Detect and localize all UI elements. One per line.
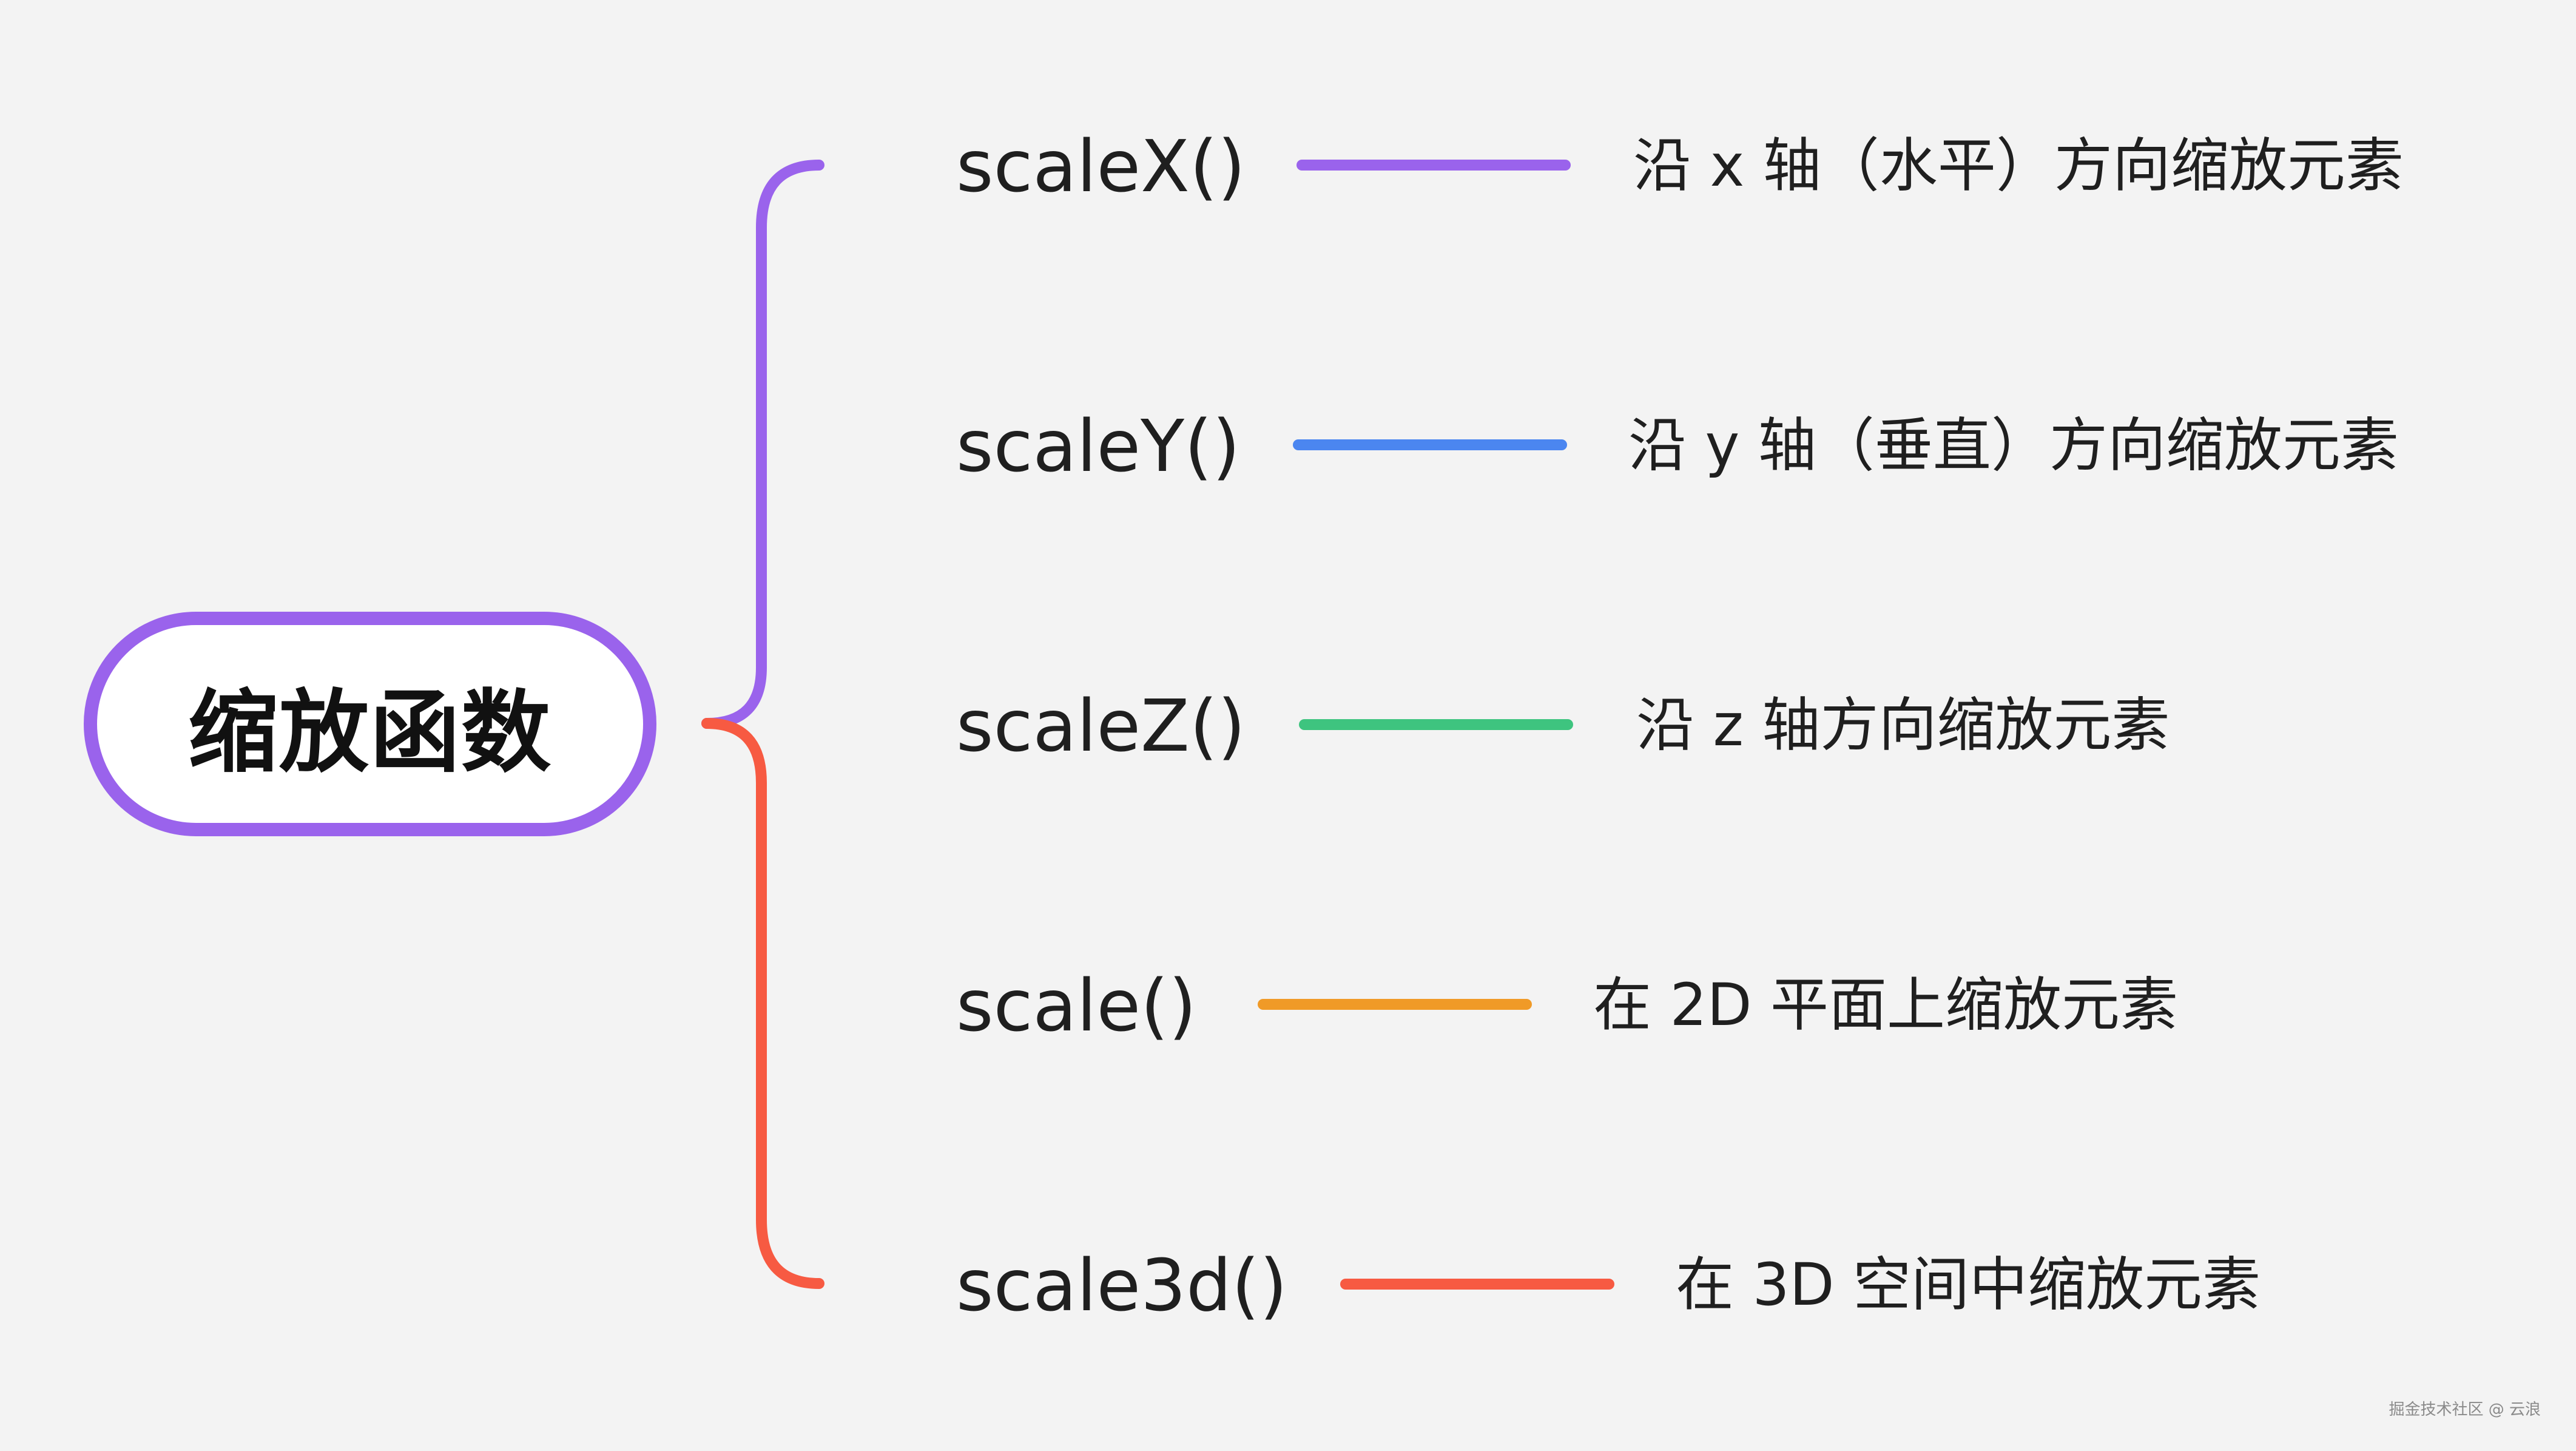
function-label-scaley: scaleY()	[956, 404, 1241, 488]
function-label-scale3d: scale3d()	[956, 1243, 1288, 1327]
brace-upper-path	[701, 160, 824, 729]
function-label-scale: scale()	[956, 964, 1197, 1047]
root-node: 缩放函数	[84, 612, 656, 836]
description-scalez: 沿 z 轴方向缩放元素	[1636, 691, 2170, 759]
description-scale: 在 2D 平面上缩放元素	[1593, 971, 2179, 1039]
description-scale3d: 在 3D 空间中缩放元素	[1676, 1251, 2261, 1319]
watermark-text: 掘金技术社区 @ 云浪	[2389, 1401, 2541, 1419]
description-scaley: 沿 y 轴（垂直）方向缩放元素	[1628, 411, 2399, 479]
function-label-scalex: scaleX()	[956, 124, 1246, 208]
root-node-label: 缩放函数	[188, 680, 552, 785]
brace-lower-path	[701, 718, 824, 1289]
function-label-scalez: scaleZ()	[956, 684, 1246, 768]
description-scalex: 沿 x 轴（水平）方向缩放元素	[1633, 132, 2404, 200]
